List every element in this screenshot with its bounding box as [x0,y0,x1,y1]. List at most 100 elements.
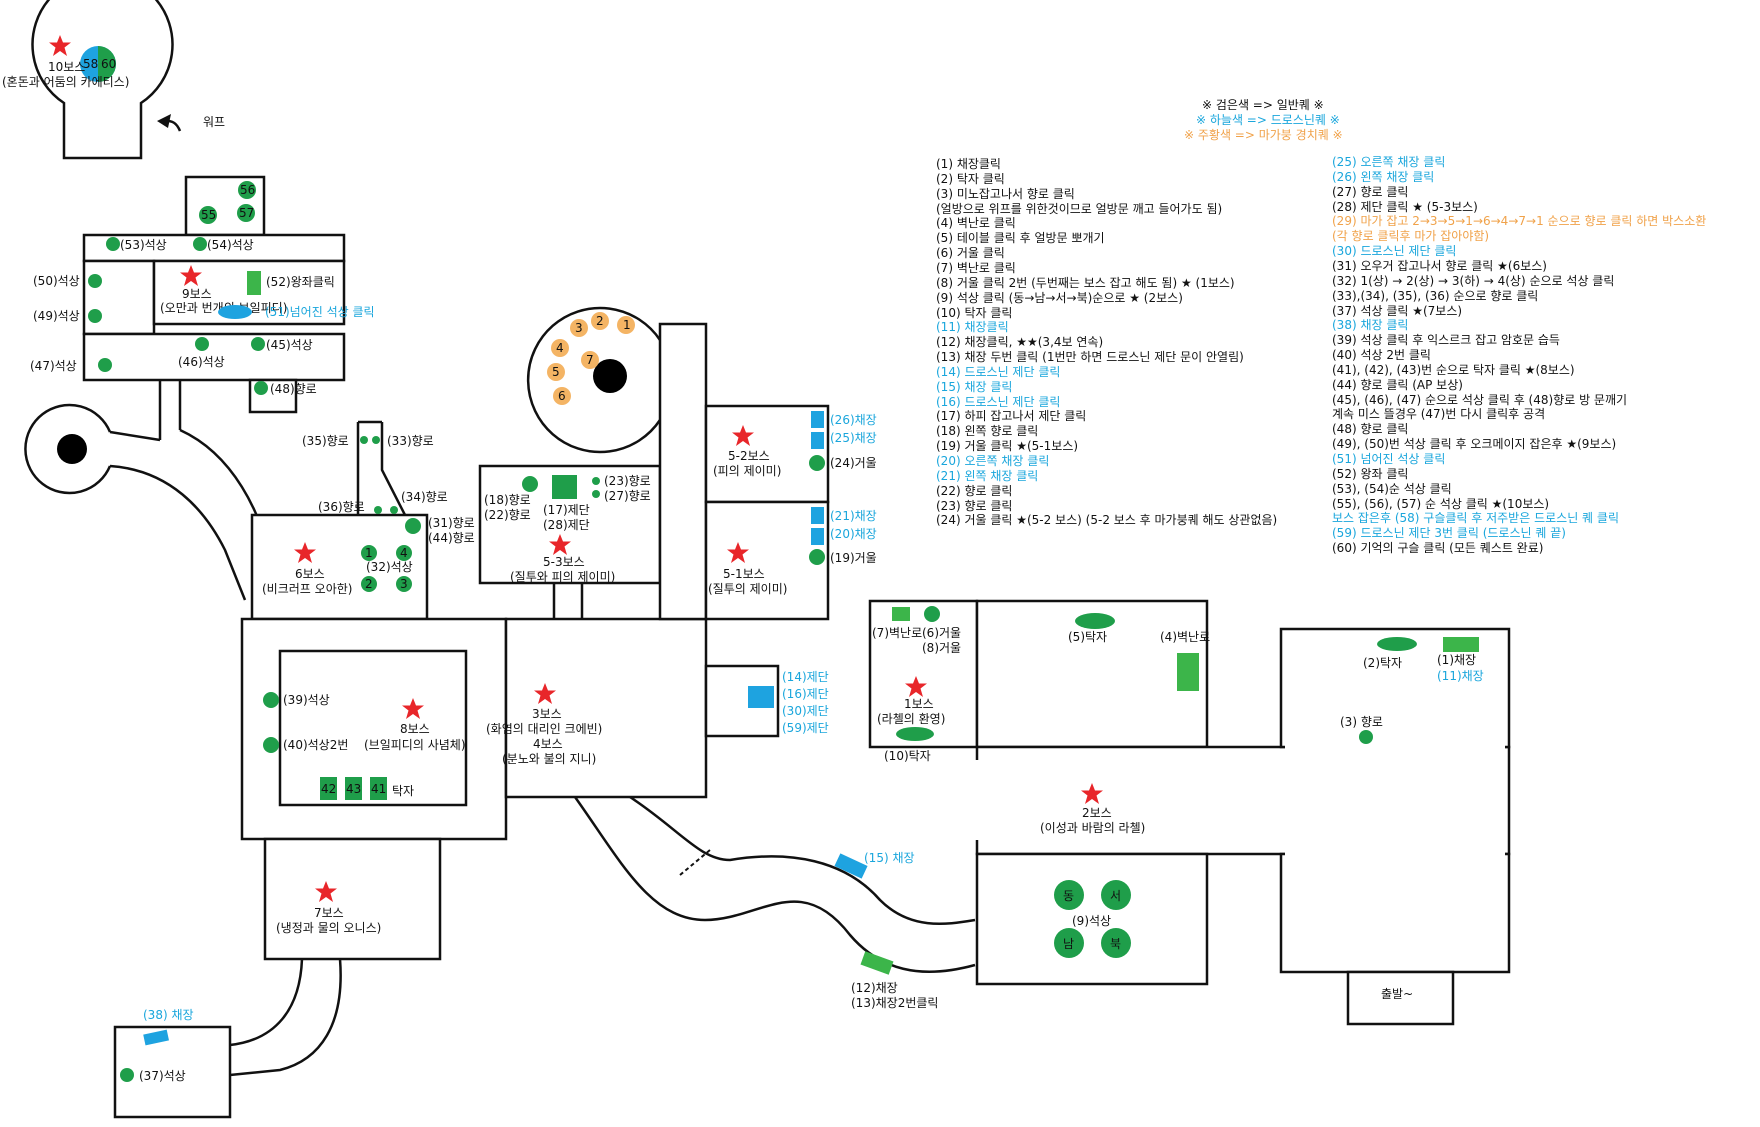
label-10: (10)탁자 [884,749,931,763]
label-52: (52)왕좌클릭 [266,275,335,289]
table-41-icon[interactable] [370,777,387,800]
fireplace-7-icon[interactable] [892,607,910,621]
label-18: (18)향로 [484,493,531,507]
label-49: (49)석상 [33,309,80,323]
boss52-label: 5-2보스 [728,449,770,463]
brazier-36-icon[interactable] [374,506,382,514]
boss6-label: 6보스 [295,567,325,581]
room-45-47 [82,332,346,382]
throne-52-icon[interactable] [247,271,261,295]
statue-49-icon[interactable] [88,309,102,323]
statue-55-icon[interactable] [199,206,217,224]
brazier-35-icon[interactable] [360,436,368,444]
statue-south-icon[interactable] [1054,928,1084,958]
boss2-name: (이성과 바람의 라첼) [1040,821,1145,835]
fallen-statue-51-icon[interactable] [218,305,252,319]
mirror-19-icon[interactable] [809,549,825,565]
o1: 1 [623,318,631,332]
brazier-o5-icon[interactable] [547,363,565,381]
chest-25-icon[interactable] [811,432,824,449]
statue-47-icon[interactable] [98,358,112,372]
statue-32-1-icon[interactable] [361,545,377,561]
altar-drosnin-icon[interactable] [748,686,774,708]
brazier-o7-icon[interactable] [581,351,599,369]
room-5-1boss [704,500,830,621]
label-26: (26)채장 [830,413,877,427]
chest-21-icon[interactable] [811,507,824,524]
statue-west-icon[interactable] [1101,880,1131,910]
dir-north: 북 [1110,937,1121,951]
chest-1-icon[interactable] [1443,637,1479,652]
table-43-icon[interactable] [345,777,362,800]
label-4: (4)벽난로 [1160,630,1210,644]
hole-left-icon [57,434,87,464]
label-2: (2)탁자 [1363,656,1402,670]
chest-26-icon[interactable] [811,411,824,428]
statue-east-icon[interactable] [1054,880,1084,910]
label-46: (46)석상 [178,355,225,369]
boss53-label: 5-3보스 [543,555,585,569]
room-6boss [250,513,429,621]
statue-32-4-icon[interactable] [396,545,412,561]
fireplace-4-icon[interactable] [1177,653,1199,691]
mirror-24-icon[interactable] [809,455,825,471]
statue-50-icon[interactable] [88,274,102,288]
boss52-name: (피의 제이미) [713,464,781,478]
statue-32-2-icon[interactable] [361,576,377,592]
brazier-23-icon[interactable] [592,477,600,485]
room-start-hall [1279,852,1511,974]
chest-15-icon[interactable] [834,853,868,879]
brazier-3-icon[interactable] [1359,730,1373,744]
table-42-icon[interactable] [320,777,337,800]
label-39: (39)석상 [283,693,330,707]
label-15: (15) 채장 [864,851,915,865]
table-10-icon[interactable] [896,727,934,741]
chest-38-icon[interactable] [143,1029,169,1046]
brazier-o6-icon[interactable] [553,387,571,405]
label-30: (30)제단 [782,704,829,718]
altar-17-icon[interactable] [552,475,577,499]
label-24: (24)거울 [830,456,877,470]
label-31: (31)향로 [428,516,475,530]
statue-45-icon[interactable] [251,337,265,351]
label-48: (48)향로 [270,382,317,396]
s4: 4 [400,546,408,560]
brazier-o1-icon[interactable] [617,316,635,334]
statue-39-icon[interactable] [263,692,279,708]
brazier-31-icon[interactable] [405,518,421,534]
label-1: (1)채장 [1437,653,1476,667]
brazier-34-icon[interactable] [390,506,398,514]
table-5-icon[interactable] [1075,613,1115,629]
brazier-o4-icon[interactable] [551,339,569,357]
statue-54-icon[interactable] [193,237,207,251]
brazier-33-icon[interactable] [372,436,380,444]
brazier-48-icon[interactable] [254,381,268,395]
chest-20-icon[interactable] [811,528,824,545]
label-47: (47)석상 [30,359,77,373]
boss10-label: 10보스 [48,60,85,74]
mirror-6-icon[interactable] [924,606,940,622]
brazier-o2-icon[interactable] [591,312,609,330]
boss3-label: 3보스 [532,707,562,721]
brazier-o3-icon[interactable] [570,319,588,337]
orb-58-label: 58 [83,57,98,71]
table-2-icon[interactable] [1377,637,1417,651]
brazier-18-icon[interactable] [522,476,538,492]
statue-32-3-icon[interactable] [396,576,412,592]
statue-53-icon[interactable] [106,237,120,251]
statue-37-icon[interactable] [120,1068,134,1082]
boss4-name: (분노와 불의 지니) [502,752,596,766]
label-33: (33)향로 [387,434,434,448]
chest-12-icon[interactable] [860,951,894,975]
statue-40-icon[interactable] [263,737,279,753]
boss4-label: 4보스 [533,737,563,751]
label-37: (37)석상 [139,1069,186,1083]
boss7-label: 7보스 [314,906,344,920]
statue-north-icon[interactable] [1101,928,1131,958]
o5: 5 [552,365,560,379]
statue-57-icon[interactable] [237,204,255,222]
statue-56-icon[interactable] [238,181,256,199]
brazier-27-icon[interactable] [592,490,600,498]
boss7-name: (냉정과 물의 오니스) [276,921,381,935]
statue-46-icon[interactable] [195,337,209,351]
